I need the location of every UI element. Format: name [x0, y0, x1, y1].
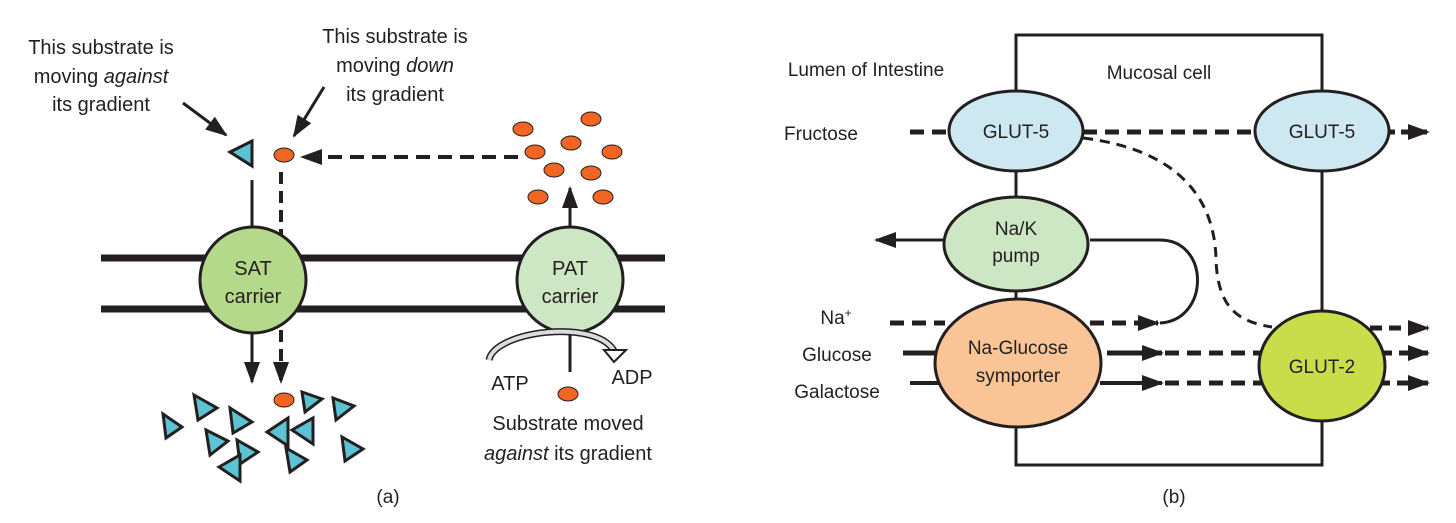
- substrate-triangle: [289, 415, 315, 447]
- adp-label: ADP: [611, 367, 652, 389]
- panel-b-caption: (b): [1162, 487, 1185, 508]
- sat-carrier-line2: carrier: [225, 286, 282, 308]
- annotation-right-line3: its gradient: [346, 84, 444, 106]
- mucosal-cell-label: Mucosal cell: [1107, 63, 1212, 84]
- annotation-left-line2-prefix: moving: [34, 66, 104, 88]
- fructose-label: Fructose: [784, 124, 858, 145]
- glut5-left-ellipse: [947, 89, 1085, 173]
- symporter-ellipse: [933, 297, 1103, 429]
- annotation-right-line2-prefix: moving: [336, 55, 406, 77]
- svg-text:moving down: moving down: [336, 55, 454, 77]
- annotation-down-gradient: This substrate is moving down its gradie…: [292, 26, 468, 138]
- glut5-right-label: GLUT-5: [1289, 122, 1356, 143]
- pat-carrier-line2: carrier: [542, 286, 599, 308]
- sat-carrier-circle: [198, 225, 308, 335]
- substrate-dot-pat-bottom: [557, 386, 579, 402]
- glut2-label: GLUT-2: [1289, 357, 1356, 378]
- adp-arrowhead-icon: [601, 349, 629, 364]
- substrate-triangle: [161, 410, 185, 441]
- na-label: Na: [820, 308, 845, 329]
- substrate-dot-top: [273, 147, 295, 163]
- triangle-cluster-bottom: [161, 389, 366, 484]
- panel-a-caption: (a): [376, 487, 399, 508]
- substrate-triangle: [235, 437, 261, 467]
- glut5-right-ellipse: [1253, 89, 1391, 173]
- atp-adp-arrow-fill: [487, 329, 617, 361]
- svg-text:Na+: Na+: [820, 306, 851, 329]
- lumen-label: Lumen of Intestine: [788, 60, 944, 81]
- substrate-dot: [560, 135, 582, 151]
- pat-carrier: PAT carrier: [515, 225, 625, 335]
- bottom-note-line1: Substrate moved: [492, 413, 643, 435]
- pointer-arrow-right: [292, 86, 326, 138]
- substrate-dot: [601, 144, 623, 160]
- annotation-against-gradient: This substrate is moving against its gra…: [28, 37, 228, 137]
- substrate-triangle: [264, 415, 290, 449]
- pointer-arrow-left: [182, 101, 228, 137]
- atp-label: ATP: [491, 373, 528, 395]
- annotation-left-line1: This substrate is: [28, 37, 174, 59]
- svg-text:moving against: moving against: [34, 66, 170, 88]
- symporter-line2: symporter: [976, 366, 1061, 387]
- sat-carrier-line1: SAT: [234, 258, 271, 280]
- bottom-note-line2-suffix: its gradient: [549, 443, 653, 465]
- panel-b: Lumen of Intestine Mucosal cell Fructose…: [784, 33, 1430, 508]
- substrate-dot: [512, 121, 534, 137]
- sat-carrier: SAT carrier: [198, 225, 308, 335]
- substrate-dot: [543, 162, 565, 178]
- substrate-dot: [527, 189, 549, 205]
- substrate-triangle: [331, 395, 358, 423]
- nak-pump-line2: pump: [992, 246, 1040, 267]
- svg-text:against its gradient: against its gradient: [484, 443, 652, 465]
- substrate-triangle: [340, 434, 366, 464]
- pat-carrier-circle: [515, 225, 625, 335]
- substrate-dot: [580, 111, 602, 127]
- glut5-right-transporter: GLUT-5: [1253, 89, 1391, 173]
- substrate-triangle: [204, 427, 231, 458]
- bottom-note-line2-emph: against: [484, 443, 550, 465]
- pat-carrier-line1: PAT: [552, 258, 588, 280]
- annotation-right-line1: This substrate is: [322, 26, 468, 48]
- symporter-line1: Na-Glucose: [968, 338, 1068, 359]
- substrate-triangle: [284, 445, 310, 475]
- glut5-left-label: GLUT-5: [983, 122, 1050, 143]
- substrate-triangle: [228, 405, 255, 436]
- annotation-right-line2-emph: down: [406, 55, 454, 77]
- substrate-triangle: [300, 389, 326, 415]
- annotation-left-line2-emph: against: [104, 66, 170, 88]
- galactose-label: Galactose: [794, 382, 880, 403]
- panel-a: This substrate is moving against its gra…: [28, 26, 665, 508]
- annotation-left-line3: its gradient: [52, 94, 150, 116]
- substrate-triangle: [192, 392, 220, 423]
- glut5-left-transporter: GLUT-5: [947, 89, 1085, 173]
- substrate-dot: [580, 165, 602, 181]
- glut2-ellipse: [1257, 309, 1387, 423]
- dot-cluster-top-right: [512, 111, 623, 205]
- substrate-dot-bottom: [273, 392, 295, 408]
- nak-pump: Na/K pump: [942, 195, 1090, 293]
- nak-pump-line1: Na/K: [995, 219, 1038, 240]
- fructose-to-glut2-path: [1082, 136, 1273, 329]
- substrate-dot: [524, 144, 546, 160]
- glucose-label: Glucose: [802, 345, 872, 366]
- na-superscript: +: [845, 306, 852, 320]
- substrate-triangle: [216, 452, 242, 484]
- substrate-dot: [592, 189, 614, 205]
- glut2-transporter: GLUT-2: [1257, 309, 1387, 423]
- nak-loop-path: [1090, 238, 1199, 325]
- nak-pump-ellipse: [942, 195, 1090, 293]
- na-glucose-symporter: Na-Glucose symporter: [933, 297, 1103, 429]
- substrate-triangle-top: [226, 138, 254, 169]
